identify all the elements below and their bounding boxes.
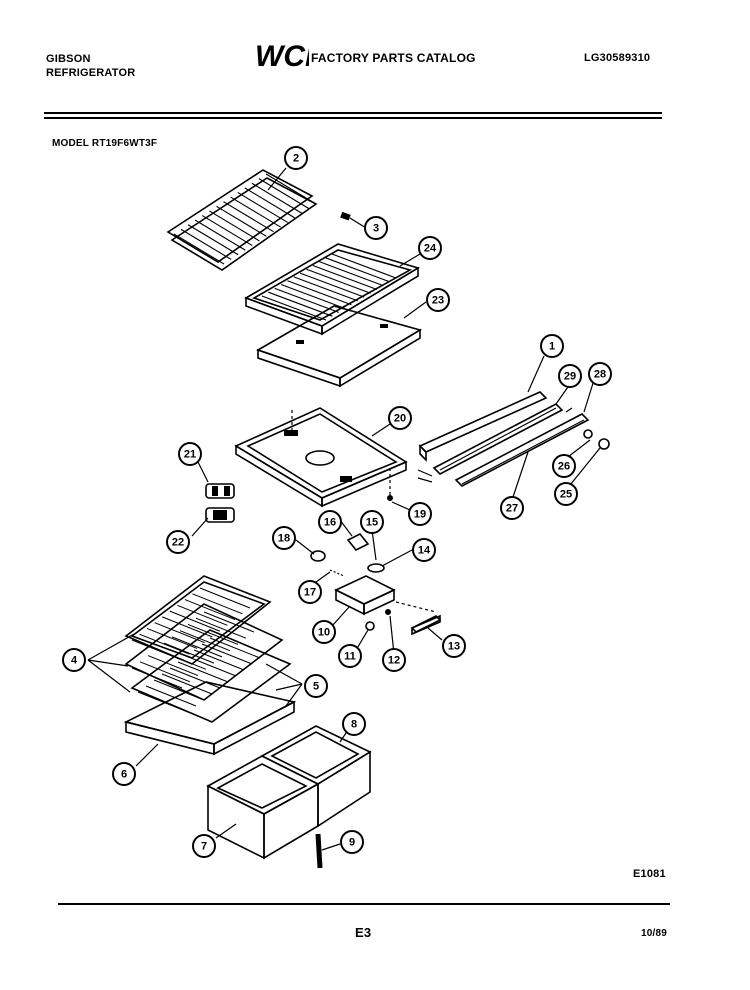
callout-12-text: 12 bbox=[388, 655, 400, 667]
callout-24-text: 24 bbox=[424, 243, 437, 255]
drawing-number: E1081 bbox=[633, 868, 666, 880]
document-id: LG30589310 bbox=[584, 52, 651, 64]
crisper-drawer-right bbox=[260, 725, 372, 828]
crisper-cover bbox=[234, 407, 408, 508]
callout-6-text: 6 bbox=[121, 769, 127, 781]
callout-5-text: 5 bbox=[313, 681, 319, 693]
callout-1: 1 bbox=[540, 334, 564, 358]
callout-29-text: 29 bbox=[564, 371, 576, 383]
callout-25-text: 25 bbox=[560, 489, 572, 501]
callout-14-text: 14 bbox=[418, 545, 431, 557]
callout-19-text: 19 bbox=[414, 509, 426, 521]
screw-19 bbox=[387, 495, 393, 501]
control-knob-housing bbox=[205, 483, 235, 499]
footer-rule bbox=[58, 903, 670, 905]
wci-logo: WCI bbox=[253, 40, 314, 76]
shelf-pin bbox=[340, 211, 351, 221]
callout-11: 11 bbox=[338, 644, 362, 668]
brand-line-1: GIBSON bbox=[46, 53, 91, 65]
wire-shelf-top bbox=[166, 169, 318, 271]
callout-17: 17 bbox=[298, 580, 322, 604]
callout-15: 15 bbox=[360, 510, 384, 534]
callout-20-text: 20 bbox=[394, 413, 406, 425]
callout-28-text: 28 bbox=[594, 369, 606, 381]
callout-2-text: 2 bbox=[293, 153, 299, 165]
callout-9: 9 bbox=[340, 830, 364, 854]
callout-3-text: 3 bbox=[373, 223, 379, 235]
date-code: 10/89 bbox=[641, 928, 668, 939]
page-number: E3 bbox=[355, 925, 372, 940]
callout-14: 14 bbox=[412, 538, 436, 562]
callout-22: 22 bbox=[166, 530, 190, 554]
callout-8-text: 8 bbox=[351, 719, 357, 731]
callout-23: 23 bbox=[426, 288, 450, 312]
brand-label: GIBSON REFRIGERATOR bbox=[46, 52, 135, 80]
callout-18: 18 bbox=[272, 526, 296, 550]
wci-logo-text: WCI bbox=[255, 41, 309, 71]
callout-5: 5 bbox=[304, 674, 328, 698]
callout-7: 7 bbox=[192, 834, 216, 858]
callout-11-text: 11 bbox=[344, 651, 356, 663]
callout-4-text: 4 bbox=[71, 655, 78, 667]
callout-18-text: 18 bbox=[278, 533, 290, 545]
drawer-divider bbox=[315, 833, 323, 869]
callout-16-text: 16 bbox=[324, 517, 336, 529]
glass-shelf-frame bbox=[244, 243, 420, 336]
callout-10: 10 bbox=[312, 620, 336, 644]
callout-23-text: 23 bbox=[432, 295, 444, 307]
catalog-title: FACTORY PARTS CATALOG bbox=[311, 51, 476, 65]
callout-21-text: 21 bbox=[184, 449, 196, 461]
bracket-13 bbox=[411, 614, 441, 636]
wci-logo-mark: WCI bbox=[255, 40, 314, 73]
callout-13-text: 13 bbox=[448, 641, 460, 653]
callout-27: 27 bbox=[500, 496, 524, 520]
callout-8: 8 bbox=[342, 712, 366, 736]
callout-13: 13 bbox=[442, 634, 466, 658]
shelf-panel bbox=[256, 305, 423, 388]
callout-26-text: 26 bbox=[558, 461, 570, 473]
callout-6: 6 bbox=[112, 762, 136, 786]
callout-17-text: 17 bbox=[304, 587, 316, 599]
callout-10-text: 10 bbox=[318, 627, 330, 639]
control-knob bbox=[205, 507, 235, 523]
callout-16: 16 bbox=[318, 510, 342, 534]
callout-25: 25 bbox=[554, 482, 578, 506]
callout-28: 28 bbox=[588, 362, 612, 386]
callout-20: 20 bbox=[388, 406, 412, 430]
callout-26: 26 bbox=[552, 454, 576, 478]
callout-22-text: 22 bbox=[172, 537, 184, 549]
callout-2: 2 bbox=[284, 146, 308, 170]
model-label: MODEL RT19F6WT3F bbox=[52, 138, 158, 149]
header-rule-top bbox=[44, 112, 662, 114]
callout-19: 19 bbox=[408, 502, 432, 526]
callout-7-text: 7 bbox=[201, 841, 207, 853]
lower-shelves bbox=[123, 575, 297, 756]
callout-15-text: 15 bbox=[366, 517, 378, 529]
callout-12: 12 bbox=[382, 648, 406, 672]
callout-21: 21 bbox=[178, 442, 202, 466]
callout-9-text: 9 bbox=[349, 837, 355, 849]
callout-24: 24 bbox=[418, 236, 442, 260]
header-rule-bottom bbox=[44, 117, 662, 119]
callout-3: 3 bbox=[364, 216, 388, 240]
brand-line-2: REFRIGERATOR bbox=[46, 67, 136, 79]
rail-assembly bbox=[417, 391, 610, 487]
callout-4: 4 bbox=[62, 648, 86, 672]
callout-27-text: 27 bbox=[506, 503, 518, 515]
callout-29: 29 bbox=[558, 364, 582, 388]
callout-1-text: 1 bbox=[549, 341, 555, 353]
